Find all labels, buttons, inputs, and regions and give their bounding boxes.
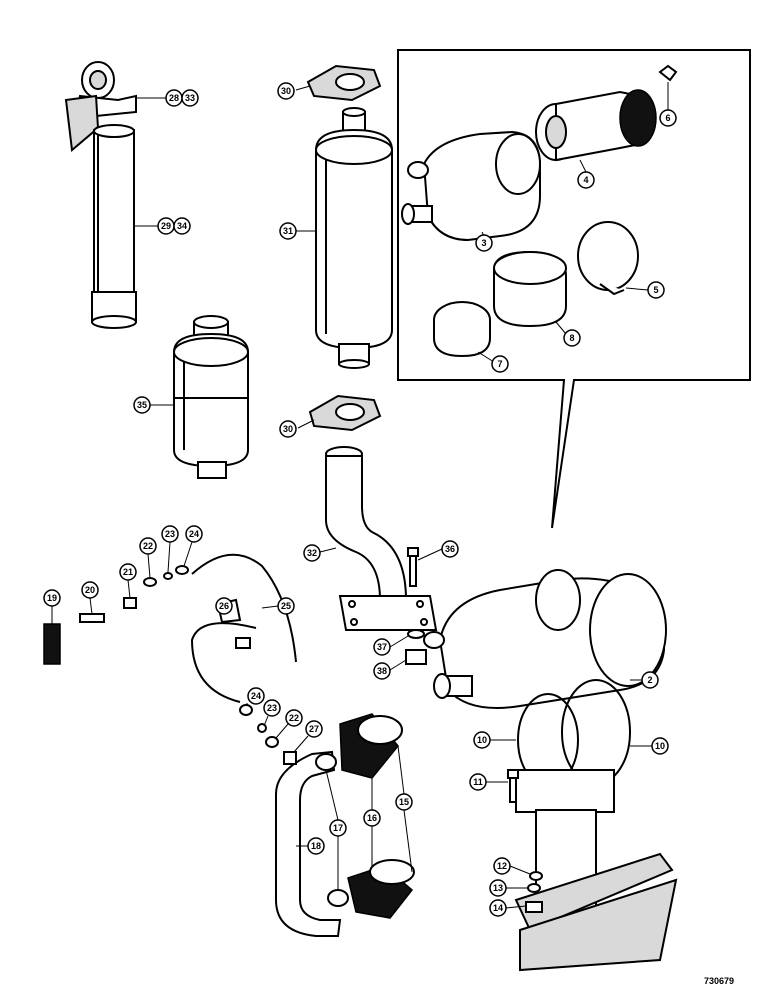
callout-22-lower: 22 [289, 713, 299, 723]
upper-fittings [43, 565, 189, 665]
filter-element [535, 89, 657, 162]
callout-5: 5 [653, 285, 658, 295]
mounting-bands [514, 679, 678, 972]
callout-34: 34 [177, 221, 187, 231]
callout-10-right: 10 [655, 741, 665, 751]
clamp-ring [577, 221, 639, 296]
callout-17: 17 [333, 823, 343, 833]
wing-nut [658, 64, 678, 82]
bolt [507, 769, 519, 803]
callout-16: 16 [367, 813, 377, 823]
callout-18: 18 [311, 841, 321, 851]
callout-23-upper: 23 [165, 529, 175, 539]
callout-3: 3 [481, 238, 486, 248]
callout-35: 35 [137, 400, 147, 410]
exhaust-pipe-assembly [64, 61, 137, 329]
seal [433, 301, 491, 358]
callout-33: 33 [185, 93, 195, 103]
callout-30-lower: 30 [283, 424, 293, 434]
callout-layer: 30 28 33 29 34 31 35 30 3 4 [43, 82, 677, 917]
callout-25: 25 [281, 601, 291, 611]
intake-hoses [275, 713, 415, 937]
callout-10-left: 10 [477, 735, 487, 745]
reference-number: 730679 [704, 976, 734, 986]
callout-28: 28 [169, 93, 179, 103]
exhaust-elbow [325, 446, 438, 631]
callout-20: 20 [85, 585, 95, 595]
callout-22-upper: 22 [143, 541, 153, 551]
detail-box [397, 49, 751, 529]
callout-23-lower: 23 [267, 703, 277, 713]
callout-24-upper: 24 [189, 529, 199, 539]
callout-19: 19 [47, 593, 57, 603]
callout-24-lower: 24 [251, 691, 261, 701]
callout-14: 14 [493, 903, 503, 913]
air-cleaner-body [401, 130, 541, 242]
callout-27: 27 [309, 724, 319, 734]
callout-11: 11 [473, 777, 483, 787]
short-muffler [173, 315, 249, 479]
main-air-cleaner [423, 569, 667, 709]
callout-12: 12 [497, 861, 507, 871]
elbow-fasteners [405, 547, 427, 665]
bracket-nuts [525, 871, 543, 913]
callout-15: 15 [399, 797, 409, 807]
vacuum-hose [190, 553, 297, 703]
callout-21: 21 [123, 567, 133, 577]
callout-7: 7 [497, 359, 502, 369]
callout-8: 8 [569, 333, 574, 343]
callout-37: 37 [377, 642, 387, 652]
callout-30-upper: 30 [281, 86, 291, 96]
clamp-upper [306, 64, 382, 102]
gasket [493, 250, 567, 328]
callout-13: 13 [493, 883, 503, 893]
clamp-lower [308, 394, 382, 432]
callout-31: 31 [283, 226, 293, 236]
muffler [315, 107, 393, 369]
callout-38: 38 [377, 666, 387, 676]
callout-36: 36 [445, 544, 455, 554]
callout-2: 2 [647, 675, 652, 685]
callout-26: 26 [219, 601, 229, 611]
lower-fittings [239, 704, 297, 765]
callout-29: 29 [161, 221, 171, 231]
callout-6: 6 [665, 113, 670, 123]
callout-32: 32 [307, 548, 317, 558]
callout-4: 4 [583, 175, 588, 185]
